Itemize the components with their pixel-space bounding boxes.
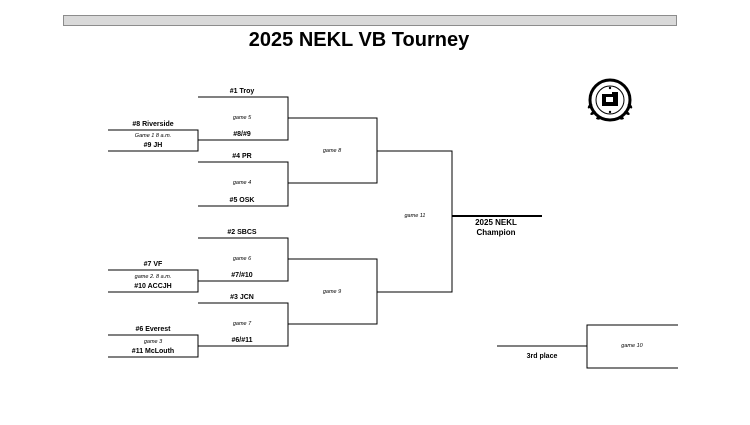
game7-label: game 7 <box>232 321 252 327</box>
third-place-label: 3rd place <box>526 353 558 360</box>
team-jcn: #3 JCN <box>230 294 254 301</box>
page-title: 2025 NEKL VB Tourney <box>248 29 470 51</box>
team-everest: #6 Everest <box>135 326 171 333</box>
game5-label: game 5 <box>232 115 252 121</box>
league-seal-logo <box>587 78 633 122</box>
game9-label: game 9 <box>322 289 342 295</box>
champion-line2: Champion <box>476 228 516 237</box>
game2-label: game 2. 8 a.m. <box>134 274 172 280</box>
top-bar <box>63 15 677 26</box>
game3-label: game 3 <box>143 339 163 345</box>
team-mclouth: #11 McLouth <box>131 348 175 355</box>
game8-label: game 8 <box>322 148 342 154</box>
game6-label: game 6 <box>232 256 252 262</box>
game1-label: Game 1 8 a.m. <box>134 133 172 139</box>
game4-label: game 4 <box>232 180 252 186</box>
team-troy: #1 Troy <box>229 88 255 95</box>
team-jh: #9 JH <box>143 142 163 149</box>
team-sbcs: #2 SBCS <box>227 229 257 236</box>
game11-label: game 11 <box>404 213 426 219</box>
winner-game1: #8/#9 <box>233 131 251 138</box>
bracket-line-game4 <box>198 161 289 207</box>
team-vf: #7 VF <box>143 261 163 268</box>
team-osk: #5 OSK <box>229 197 255 204</box>
champion-line1: 2025 NEKL <box>475 218 517 227</box>
team-riverside: #8 Riverside <box>132 121 174 128</box>
team-accjh: #10 ACCJH <box>134 283 172 290</box>
game10-label: game 10 <box>621 343 643 349</box>
bracket-line-game11 <box>377 150 453 293</box>
team-pr: #4 PR <box>232 153 252 160</box>
winner-game3: #6/#11 <box>231 337 253 344</box>
winner-game2: #7/#10 <box>231 272 253 279</box>
champion-label: 2025 NEKL Champion <box>475 218 517 238</box>
